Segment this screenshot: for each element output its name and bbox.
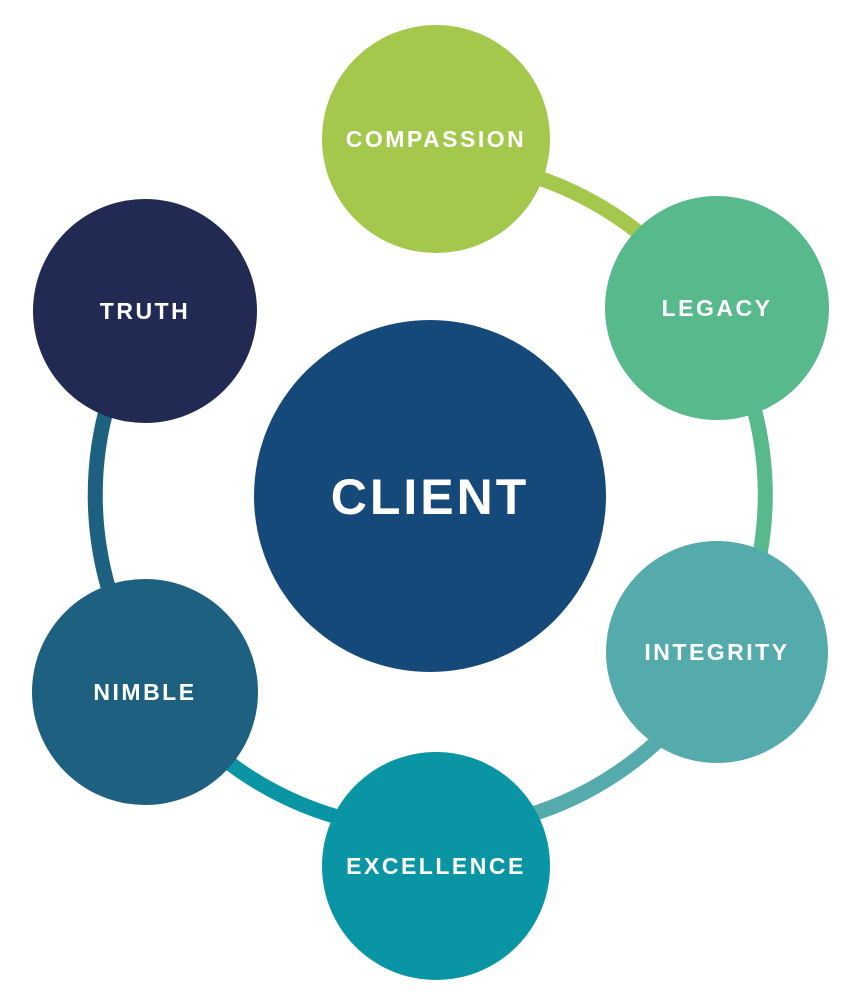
- legacy-label: LEGACY: [662, 295, 773, 321]
- compassion-circle: [322, 25, 550, 253]
- node-truth: TRUTH: [33, 199, 257, 423]
- node-excellence: EXCELLENCE: [322, 752, 550, 980]
- node-compassion: COMPASSION: [322, 25, 550, 253]
- nimble-circle: [32, 579, 258, 805]
- node-integrity: INTEGRITY: [606, 541, 828, 763]
- truth-circle: [33, 199, 257, 423]
- integrity-circle: [606, 541, 828, 763]
- excellence-circle: [322, 752, 550, 980]
- node-nimble: NIMBLE: [32, 579, 258, 805]
- integrity-label: INTEGRITY: [644, 639, 789, 665]
- client-circle: [254, 320, 606, 672]
- nimble-label: NIMBLE: [93, 679, 196, 705]
- legacy-circle: [605, 196, 829, 420]
- node-client: CLIENT: [254, 320, 606, 672]
- client-label: CLIENT: [331, 469, 530, 525]
- node-legacy: LEGACY: [605, 196, 829, 420]
- excellence-label: EXCELLENCE: [346, 853, 526, 879]
- truth-label: TRUTH: [100, 298, 190, 324]
- compassion-label: COMPASSION: [346, 126, 526, 152]
